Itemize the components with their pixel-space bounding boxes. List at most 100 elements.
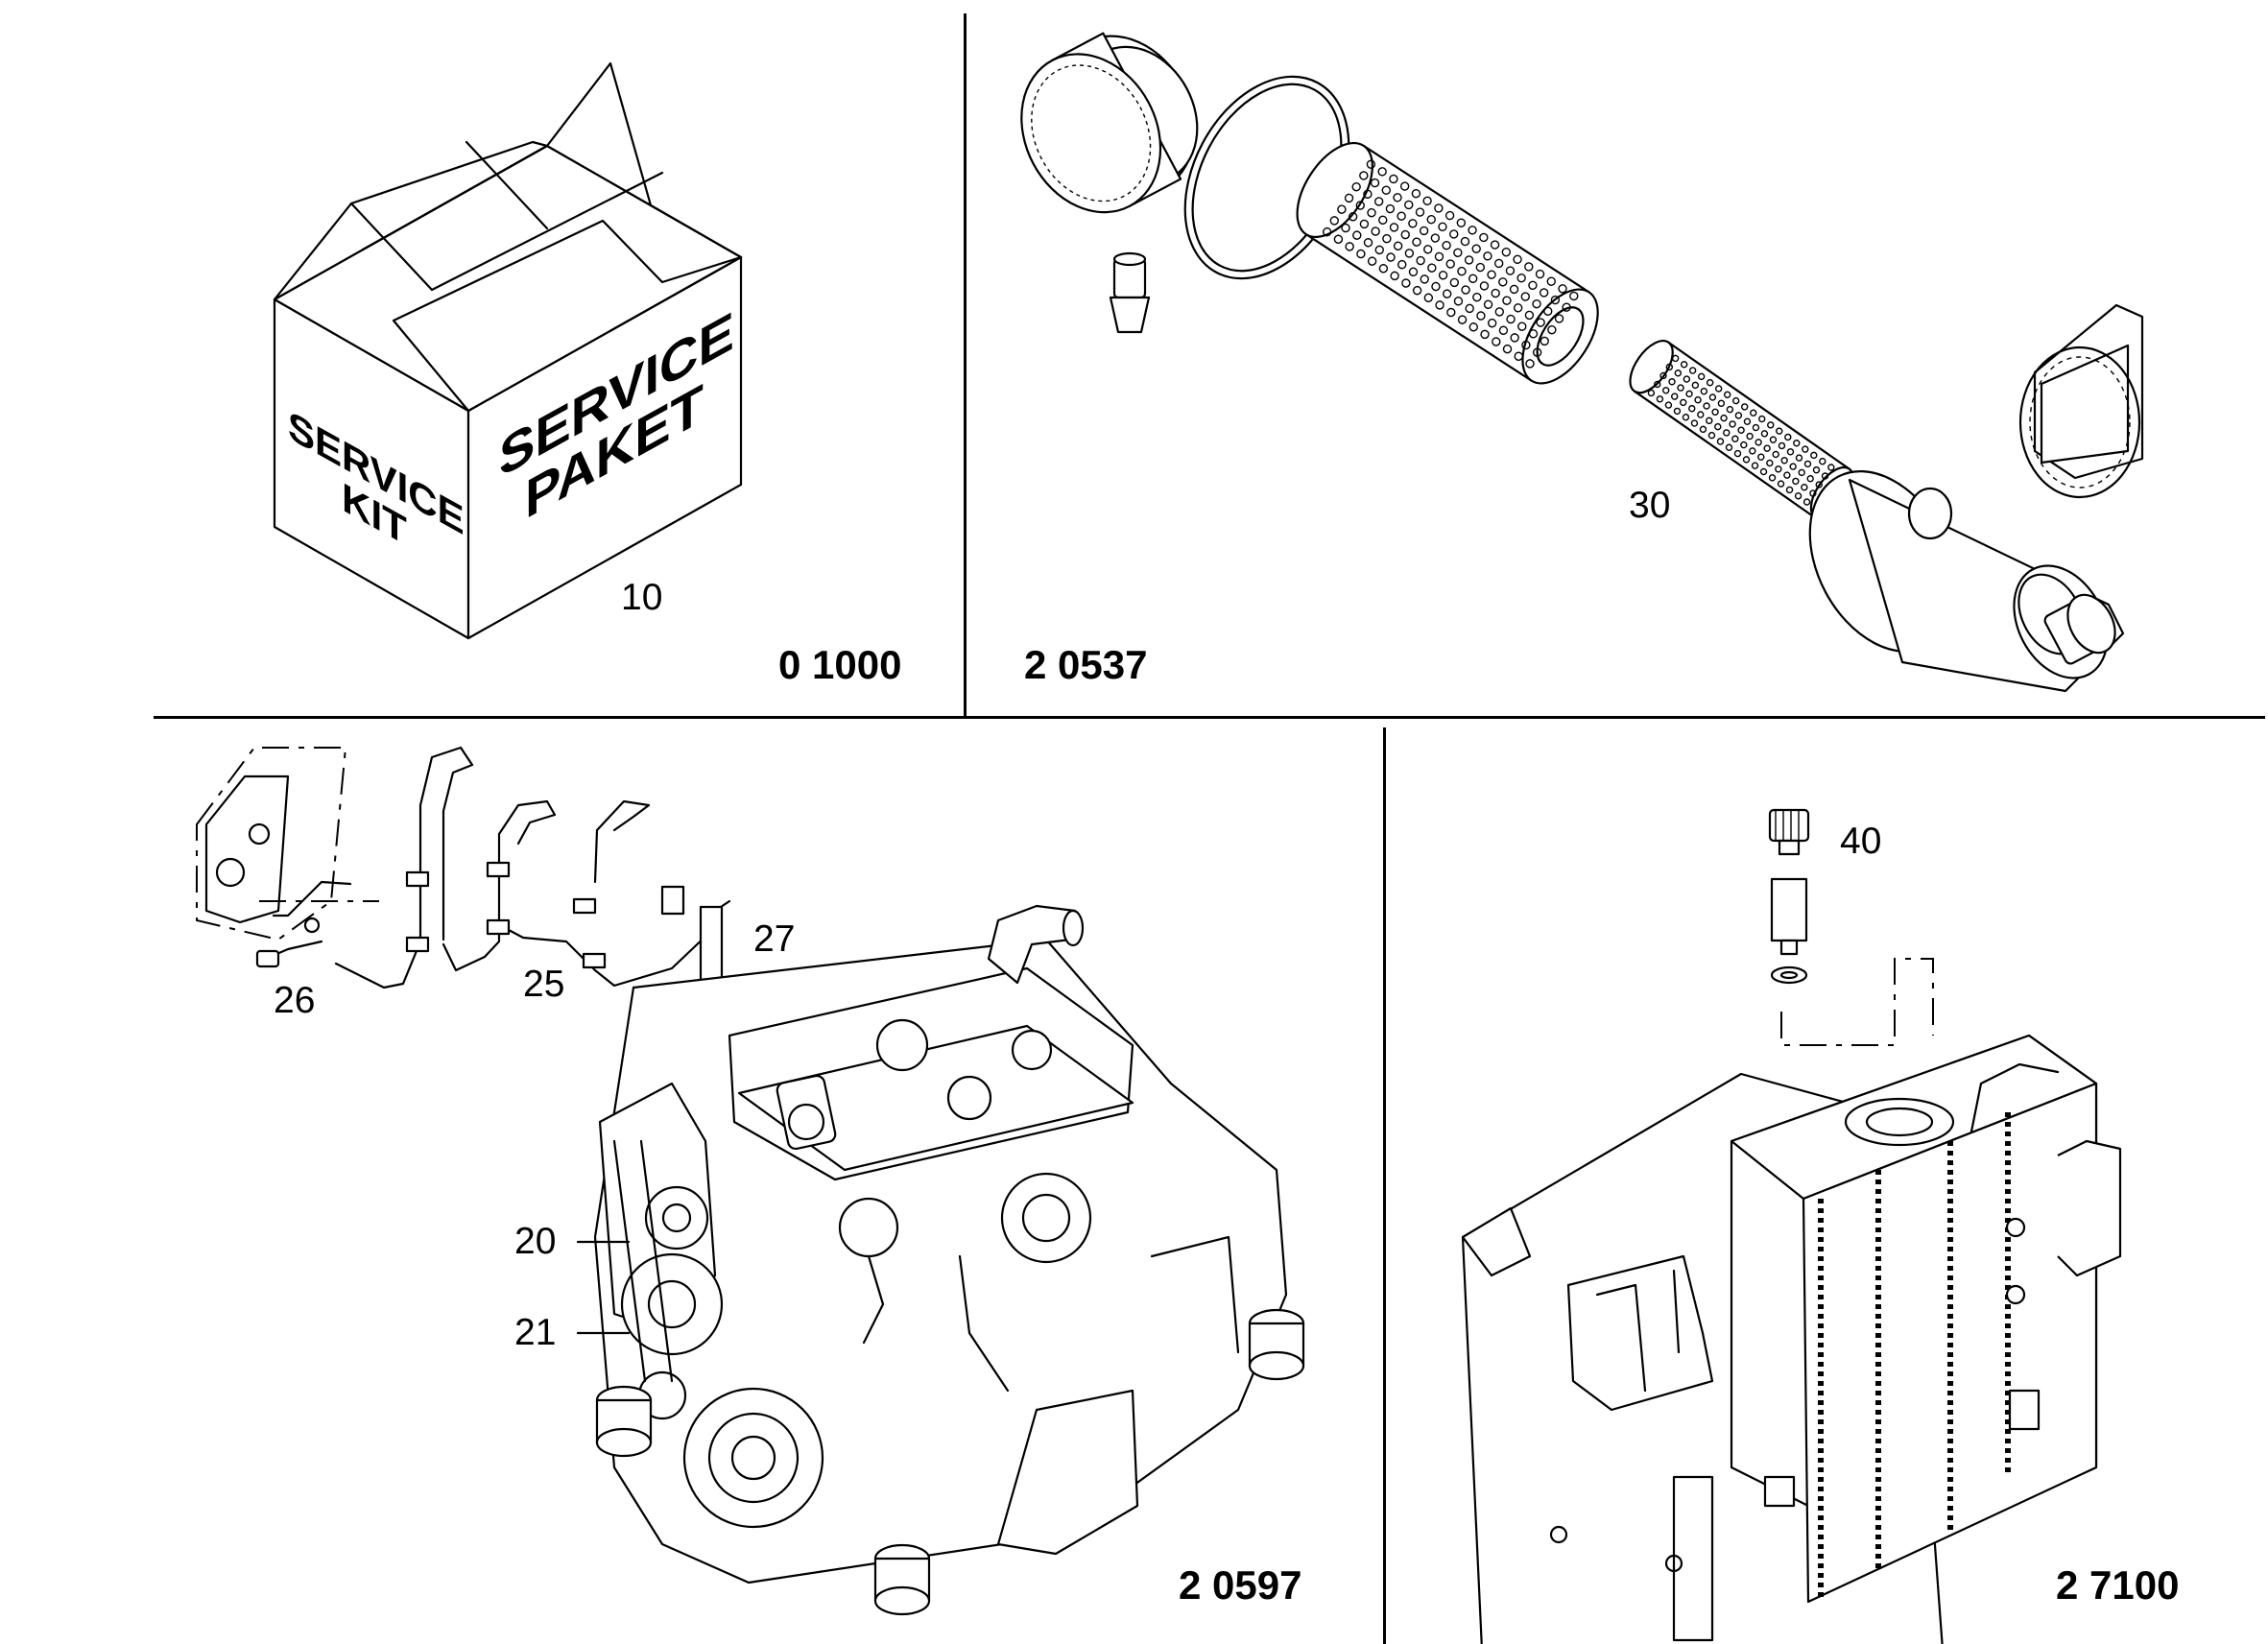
tank-rib-segment bbox=[1818, 1237, 1824, 1242]
perforation-dot bbox=[1806, 475, 1814, 483]
tank-rib-segment bbox=[2005, 1314, 2011, 1319]
perforation-dot bbox=[1423, 245, 1433, 254]
perforation-dot bbox=[1812, 466, 1821, 474]
tank-rib-segment bbox=[2005, 1285, 2011, 1290]
perforation-dot bbox=[1733, 449, 1742, 458]
tank-rib-segment bbox=[1947, 1496, 1953, 1501]
perforation-dot bbox=[1363, 238, 1373, 248]
tank-rib-segment bbox=[2005, 1112, 2011, 1117]
perforation-dot bbox=[1786, 448, 1795, 456]
callout-21: 21 bbox=[514, 1312, 557, 1353]
tank-rib-segment bbox=[1947, 1247, 1953, 1251]
tank-rib-segment bbox=[2005, 1410, 2011, 1415]
perforation-dot bbox=[1337, 204, 1347, 214]
perforation-dot bbox=[1562, 302, 1571, 312]
tank-rib-segment bbox=[1875, 1515, 1881, 1520]
tank-rib-segment bbox=[1875, 1170, 1881, 1175]
ref-2-0597: 2 0597 bbox=[1179, 1562, 1302, 1608]
tank-rib-segment bbox=[1875, 1189, 1881, 1194]
perforation-dot bbox=[1821, 472, 1829, 480]
perforation-dot bbox=[1412, 285, 1422, 296]
tank-rib-segment bbox=[1818, 1295, 1824, 1299]
tank-rib-segment bbox=[1875, 1544, 1881, 1549]
tank-rib-segment bbox=[1818, 1592, 1824, 1597]
perforation-dot bbox=[1344, 193, 1354, 203]
tank-rib-segment bbox=[1947, 1362, 1953, 1367]
perforation-dot bbox=[1513, 254, 1522, 265]
perforation-dot bbox=[1798, 468, 1805, 477]
perforation-dot bbox=[1785, 486, 1794, 494]
tank-rib-segment bbox=[1875, 1275, 1881, 1280]
perforation-dot bbox=[1668, 378, 1676, 386]
ref-2-0537: 2 0537 bbox=[1024, 642, 1148, 687]
tank-rib-segment bbox=[1947, 1179, 1953, 1184]
perforation-dot bbox=[1422, 196, 1432, 206]
tank-rib-segment bbox=[2005, 1352, 2011, 1357]
tank-rib-segment bbox=[1875, 1439, 1881, 1443]
tank-rib-segment bbox=[1875, 1448, 1881, 1453]
perforation-dot bbox=[1827, 464, 1835, 471]
perforation-dot bbox=[1688, 405, 1696, 413]
perforation-dot bbox=[1415, 207, 1425, 217]
tank-rib-segment bbox=[1875, 1371, 1881, 1376]
tank-rib-segment bbox=[1818, 1400, 1824, 1405]
tank-rib-segment bbox=[2005, 1400, 2011, 1405]
tank-rib-segment bbox=[2005, 1266, 2011, 1271]
perforation-dot bbox=[1703, 402, 1710, 410]
tank-rib-segment bbox=[1875, 1429, 1881, 1434]
tank-rib-segment bbox=[1818, 1381, 1824, 1386]
perforation-dot bbox=[1389, 223, 1399, 232]
tank-rib-segment bbox=[1947, 1371, 1953, 1376]
panel-air-filter: 30 2 0537 bbox=[967, 0, 2268, 716]
perforation-dot bbox=[1438, 271, 1448, 280]
perforation-dot bbox=[1734, 412, 1743, 419]
perforation-dot bbox=[1419, 226, 1429, 236]
tank-rib-segment bbox=[1818, 1496, 1824, 1501]
tank-rib-segment bbox=[1875, 1381, 1881, 1386]
perforation-dot bbox=[1378, 264, 1389, 274]
perforation-dot bbox=[1674, 369, 1683, 377]
perforation-dot bbox=[1487, 270, 1496, 279]
tank-rib-segment bbox=[1947, 1458, 1953, 1463]
tank-rib-segment bbox=[1947, 1160, 1953, 1165]
perforation-dot bbox=[1741, 403, 1749, 411]
perforation-dot bbox=[1546, 276, 1556, 286]
perforation-dot bbox=[1502, 296, 1512, 305]
tank-rib-segment bbox=[1947, 1304, 1953, 1309]
tank-rib-segment bbox=[1947, 1477, 1953, 1482]
tank-rib-segment bbox=[1947, 1141, 1953, 1146]
tank-rib-segment bbox=[1818, 1477, 1824, 1482]
perforation-dot bbox=[1513, 303, 1523, 313]
tank-rib-segment bbox=[1947, 1381, 1953, 1386]
perforation-dot bbox=[1370, 178, 1380, 188]
perforation-dot bbox=[1697, 372, 1706, 381]
perforation-dot bbox=[1404, 200, 1414, 210]
perforation-dot bbox=[1494, 307, 1504, 317]
perforation-dot bbox=[1769, 436, 1778, 443]
panel-tank: 40 2 7100 bbox=[1386, 719, 2268, 1644]
tank-rib-segment bbox=[1818, 1343, 1824, 1347]
perforation-dot bbox=[1680, 361, 1688, 369]
tank-rib-segment bbox=[1875, 1535, 1881, 1539]
perforation-dot bbox=[1479, 281, 1490, 291]
tank-rib-segment bbox=[1818, 1458, 1824, 1463]
perforation-dot bbox=[1491, 288, 1500, 298]
tank-rib-segment bbox=[1875, 1314, 1881, 1319]
perforation-dot bbox=[1740, 441, 1748, 449]
tank-rib-segment bbox=[1818, 1391, 1824, 1395]
ref-0-1000: 0 1000 bbox=[778, 642, 902, 687]
tank-rib-segment bbox=[1875, 1247, 1881, 1251]
perforation-dot bbox=[1690, 419, 1699, 427]
tank-rib-segment bbox=[1818, 1285, 1824, 1290]
perforation-dot bbox=[1731, 435, 1739, 442]
perforation-dot bbox=[1688, 367, 1697, 374]
tank-rib-segment bbox=[1947, 1227, 1953, 1232]
tank-rib-segment bbox=[2005, 1247, 2011, 1251]
perforation-dot bbox=[1445, 259, 1455, 269]
perforation-dot bbox=[1399, 181, 1410, 191]
perforation-dot bbox=[1558, 284, 1567, 294]
perforation-dot bbox=[1746, 432, 1754, 441]
perforation-dot bbox=[1697, 411, 1705, 418]
perforation-dot bbox=[1775, 465, 1782, 473]
perforation-dot bbox=[1449, 277, 1460, 288]
